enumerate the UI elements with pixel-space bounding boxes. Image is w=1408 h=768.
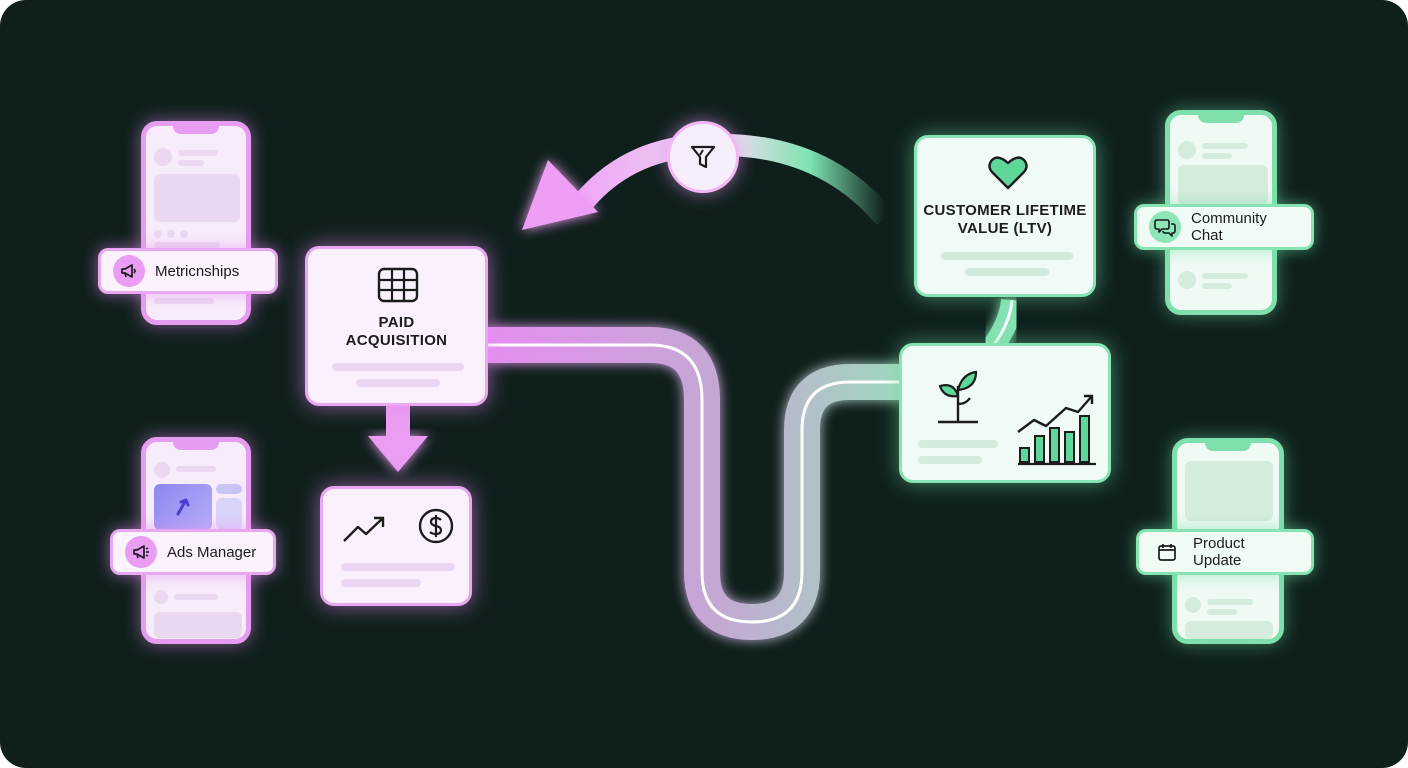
revenue-card[interactable] — [320, 486, 472, 606]
sprout-icon — [938, 370, 978, 424]
pill-label: Ads Manager — [167, 543, 257, 561]
dollar-coin-icon — [418, 508, 454, 544]
pill-metricnships[interactable]: Metricnships — [98, 248, 278, 294]
customer-ltv-card[interactable]: CUSTOMER LIFETIME VALUE (LTV) — [914, 135, 1096, 297]
megaphone-icon — [113, 255, 145, 287]
down-arrow-shaft — [386, 405, 410, 437]
feedback-arrowhead — [522, 160, 598, 230]
u-pipe-centerline — [486, 343, 905, 624]
pill-label: Metricnships — [155, 262, 240, 280]
bar-chart-growth-icon — [1017, 394, 1096, 466]
paid-acquisition-card[interactable]: PAID ACQUISITION — [305, 246, 488, 406]
ltv-title-line1: CUSTOMER LIFETIME — [923, 202, 1087, 219]
pill-label: Community Chat — [1191, 210, 1267, 244]
pill-community-chat[interactable]: Community Chat — [1134, 204, 1314, 250]
heart-icon — [988, 156, 1028, 190]
paid-acquisition-title-line1: PAID — [378, 314, 415, 331]
funnel-icon — [690, 145, 716, 169]
down-arrow-head — [368, 436, 428, 472]
chat-bubbles-icon — [1149, 211, 1181, 243]
pill-ads-manager[interactable]: Ads Manager — [110, 529, 276, 575]
calendar-icon — [1151, 536, 1183, 568]
funnel-node[interactable] — [667, 121, 739, 193]
trend-up-icon — [343, 516, 385, 542]
pill-label: Product Update — [1193, 535, 1245, 569]
phone-mockup-top-left — [141, 121, 251, 325]
arrow-up-icon — [176, 498, 190, 516]
growth-card[interactable] — [899, 343, 1111, 483]
megaphone-icon — [125, 536, 157, 568]
credit-card-chip-icon — [377, 267, 419, 303]
ltv-title-line2: VALUE (LTV) — [957, 220, 1053, 237]
pill-product-update[interactable]: Product Update — [1136, 529, 1314, 575]
u-pipe — [486, 327, 905, 641]
paid-acquisition-title-line2: ACQUISITION — [345, 332, 448, 349]
